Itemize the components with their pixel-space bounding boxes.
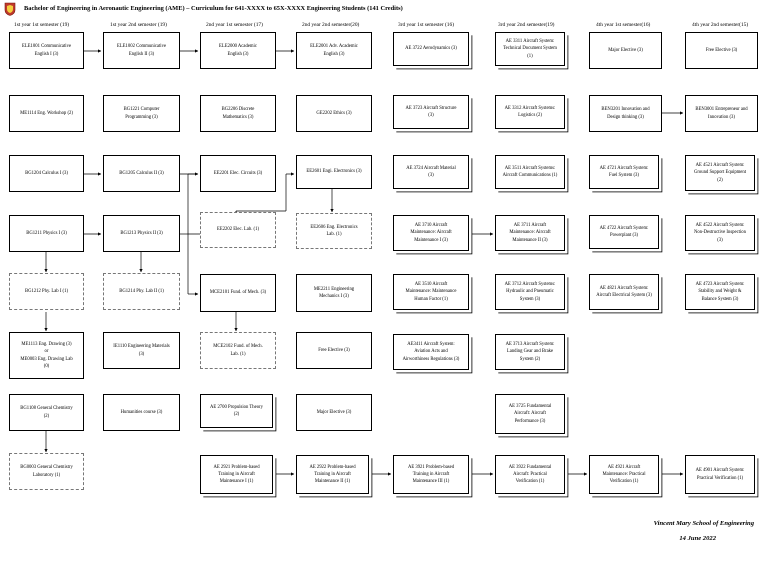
- course-free-elective-1: Free Elective (3): [296, 332, 372, 369]
- course-free-elective-2: Free Elective (3): [685, 32, 758, 69]
- course-ee2202: EE2202 Elec. Lab. (1): [200, 212, 276, 248]
- course-ee2201: EE2201 Elec. Circuits (3): [200, 155, 276, 192]
- course-ae3510: AE 3510 Aircraft Maintenance: Maintenanc…: [393, 274, 469, 310]
- course-ben3201: BEN3201 Innovation and Design thinking (…: [589, 95, 662, 132]
- page-title: Bachelor of Engineering in Aeronautic En…: [24, 5, 403, 12]
- semester-header-7: 4th year 1st semester(16): [596, 22, 651, 28]
- course-humanities: Humanities course (3): [103, 394, 180, 431]
- course-ben3001: BEN3001 Entrepreneur and Innovation (3): [685, 95, 758, 132]
- course-bg1214: BG1214 Phy. Lab II (1): [103, 273, 180, 310]
- course-ae3511: AE 3511 Aircraft Systems: Aircraft Commu…: [495, 155, 565, 189]
- course-ae3713: AE 3713 Aircraft System: Landing Gear an…: [495, 334, 565, 370]
- course-bg1204: BG1204 Calculus I (3): [9, 155, 84, 192]
- course-mce2102: MCE2102 Fund. of Mech. Lab. (1): [200, 332, 276, 369]
- semester-header-5: 3rd year 1st semester (16): [398, 22, 454, 28]
- course-ae3922: AE 3922 Fundamental Aircraft: Practical …: [495, 455, 565, 494]
- course-ge2202: GE2202 Ethics (3): [296, 95, 372, 132]
- course-ae4921: AE 4921 Aircraft Maintenance: Practical …: [589, 455, 659, 494]
- course-bg2206: BG2206 Discrete Mathematics (3): [200, 95, 276, 132]
- course-ae3710: AE 3710 Aircraft Maintenance: Aircraft M…: [393, 215, 469, 251]
- course-bg1205: BG1205 Calculus II (3): [103, 155, 180, 192]
- course-bg1213: BG1213 Physics II (3): [103, 215, 180, 252]
- course-ee2601: EE2601 Engi. Electronics (3): [296, 155, 372, 189]
- semester-header-3: 2nd year 1st semester (17): [206, 22, 263, 28]
- course-bg1212: BG1212 Phy. Lab I (1): [9, 273, 84, 310]
- semester-header-6: 3rd year 2nd semester(19): [498, 22, 555, 28]
- course-mce2101: MCE2101 Fund. of Mech. (3): [200, 274, 276, 312]
- university-crest-icon: [4, 2, 16, 16]
- course-ae2700: AE 2700 Propulsion Theory (2): [200, 394, 273, 428]
- course-ele2001: ELE2001 Adv. Academic English (3): [296, 32, 372, 69]
- course-ae4721: AE 4721 Aircraft System: Fuel System (3): [589, 155, 659, 189]
- course-major-elective-1: Major Elective (3): [296, 394, 372, 431]
- course-ae3711: AE 3711 Aircraft Maintenance: Aircraft M…: [495, 215, 565, 251]
- course-ee2606: EE2606 Eng. Electronics Lab. (1): [296, 213, 372, 249]
- course-ae2922: AE 2922 Problem-based Training in Aircra…: [296, 455, 369, 494]
- course-ae4901: AE 4901 Aircraft System: Practical Verif…: [685, 455, 755, 494]
- header: Bachelor of Engineering in Aeronautic En…: [0, 0, 768, 20]
- course-ae3725: AE 3725 Fundamental Aircraft: Aircraft P…: [495, 394, 565, 434]
- course-ae4521: AE 4521 Aircraft System: Ground Support …: [685, 155, 755, 191]
- course-major-elective-2: Major Elective (3): [589, 32, 662, 69]
- course-bg1211: BG1211 Physics I (3): [9, 215, 84, 252]
- course-ae2921: AE 2921 Problem-based Training in Aircra…: [200, 455, 273, 494]
- course-ae3311: AE 3311 Aircraft System: Technical Docum…: [495, 32, 565, 66]
- course-me1113: ME1113 Eng. Drawing (3) or ME0003 Eng. D…: [9, 332, 84, 379]
- course-ae3312: AE 3312 Aircraft Systems: Logistics (2): [495, 95, 565, 129]
- course-bg0003: BG0003 General Chemistry Laboratory (1): [9, 453, 84, 490]
- course-ae3712: AE 3712 Aircraft Systems: Hydraulic and …: [495, 274, 565, 310]
- semester-header-8: 4th year 2nd semester(15): [692, 22, 749, 28]
- course-ae4723: AE 4723 Aircraft System: Stability and W…: [685, 274, 755, 310]
- course-ae3724: AE 3724 Aircraft Material (3): [393, 155, 469, 189]
- semester-header-2: 1st year 2nd semester (19): [110, 22, 167, 28]
- course-me1114: ME1114 Eng. Workshop (2): [9, 95, 84, 132]
- course-ae3722: AE 3722 Aerodynamics (3): [393, 32, 469, 66]
- footer-school: Vincent Mary School of Engineering: [653, 520, 754, 527]
- course-ae3723: AE 3723 Aircraft Structure (3): [393, 95, 469, 129]
- course-ae4722: AE 4722 Aircraft System: Powerplant (3): [589, 215, 659, 249]
- course-ele1001: ELE1001 Communicative English I (3): [9, 32, 84, 69]
- semester-header-4: 2nd year 2nd semester(20): [302, 22, 360, 28]
- course-ae4821: AE 4821 Aircraft System: Aircraft Electr…: [589, 274, 659, 310]
- course-ele2000: ELE2000 Academic English (3): [200, 32, 276, 69]
- course-ae3921: AE 3921 Problem-based Training in Aircra…: [393, 455, 469, 494]
- course-ie1110: IE1110 Engineering Materials (3): [103, 332, 180, 369]
- course-me2211: ME2211 Engineering Mechanics I (3): [296, 274, 372, 312]
- course-bg1221: BG1221 Computer Programming (3): [103, 95, 180, 132]
- course-bg1108: BG1108 General Chemistry (2): [9, 394, 84, 431]
- semester-header-1: 1st year 1st semester (19): [14, 22, 70, 28]
- footer-date: 14 June 2022: [679, 535, 716, 542]
- course-ele1002: ELE1002 Communicative English II (3): [103, 32, 180, 69]
- course-ae4522: AE 4522 Aircraft System: Non-Destructive…: [685, 215, 755, 251]
- course-ae3411: AE3411 Aircraft System: Aviation Acts an…: [393, 334, 469, 370]
